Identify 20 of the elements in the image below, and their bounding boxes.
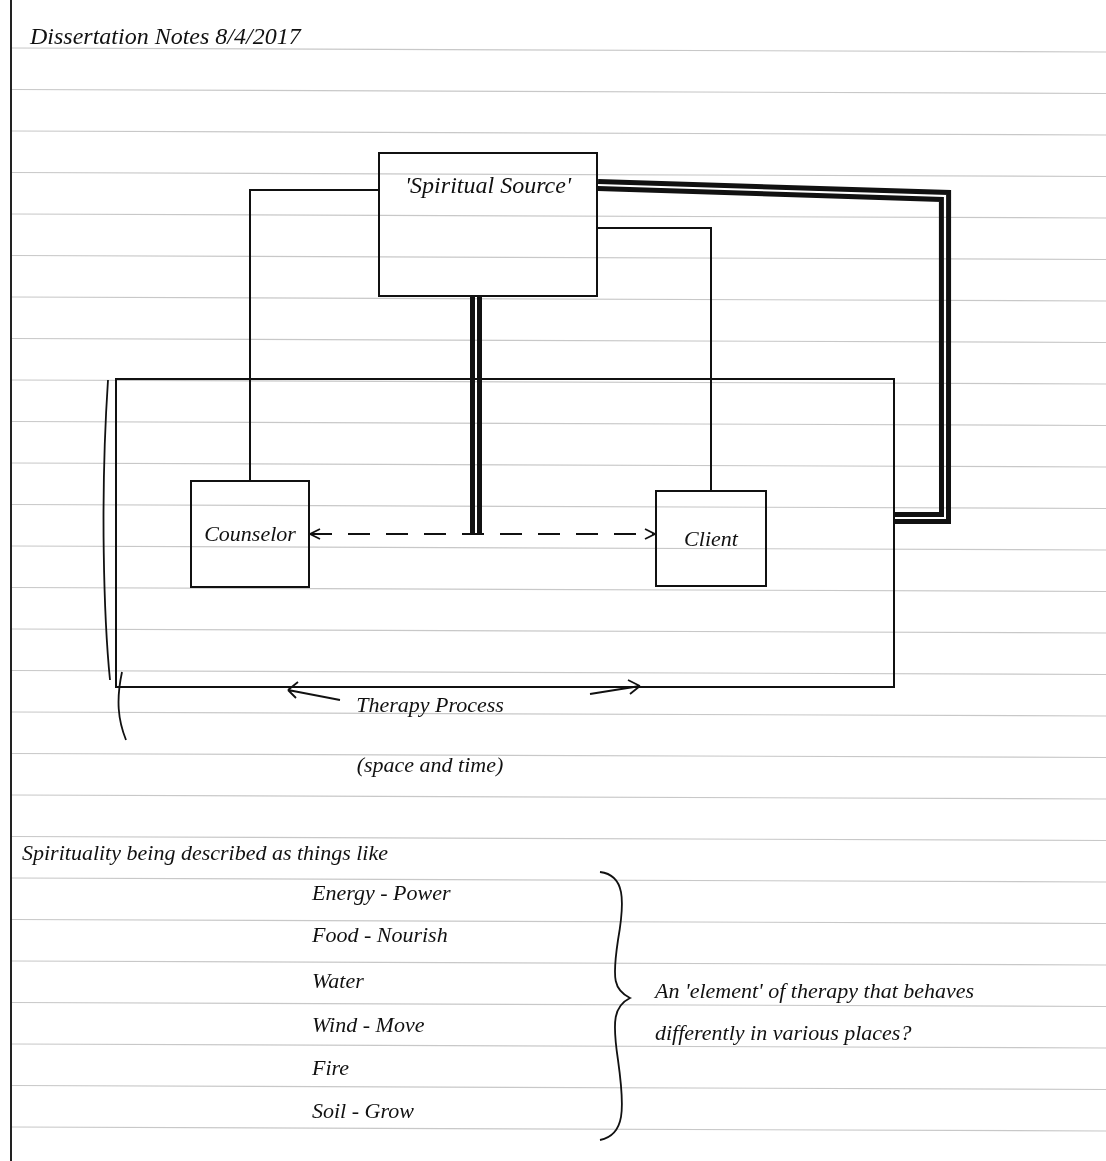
source-box: 'Spiritual Source' xyxy=(378,152,598,297)
title: Dissertation Notes 8/4/2017 xyxy=(30,22,301,51)
list-item: Food - Nourish xyxy=(312,922,448,949)
list-item: Energy - Power xyxy=(312,880,451,907)
connector-line xyxy=(249,189,379,481)
list-item: Wind - Move xyxy=(312,1012,425,1039)
frame-subheading: (space and time) xyxy=(355,752,505,779)
therapy-process-frame xyxy=(115,378,895,778)
note-text: An 'element' of therapy that behaves differently in various places? xyxy=(655,977,976,1047)
double-line-connector xyxy=(595,179,952,524)
list-item: Water xyxy=(312,968,364,995)
list-item: Soil - Grow xyxy=(312,1098,414,1125)
connector-line xyxy=(597,227,712,491)
double-headed-arrow xyxy=(309,528,656,540)
client-box: Client xyxy=(655,490,767,587)
counselor-box: Counselor xyxy=(190,480,310,588)
list-item: Fire xyxy=(312,1055,350,1082)
double-line-connector xyxy=(470,294,482,536)
frame-heading: Therapy Process xyxy=(355,692,505,719)
note-text: Spirituality being described as things like xyxy=(22,840,389,867)
